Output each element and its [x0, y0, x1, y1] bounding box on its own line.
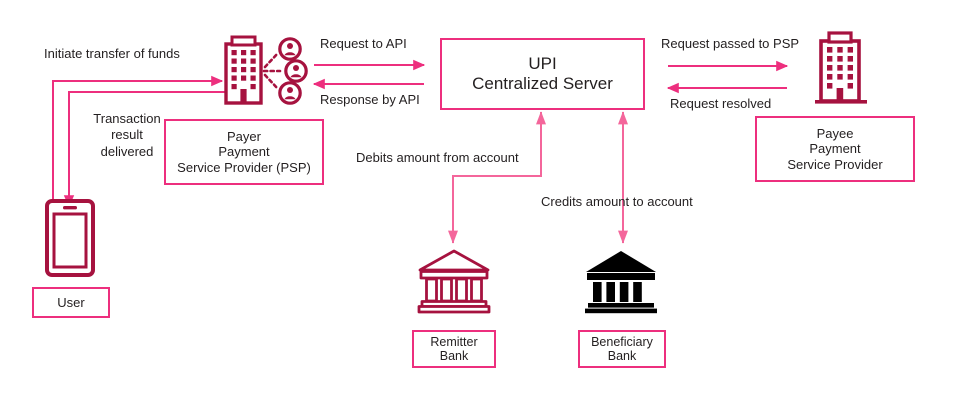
user-box[interactable]: User [32, 287, 110, 318]
transaction-result-line-3: delivered [100, 143, 154, 159]
office-building-with-users-icon [224, 35, 308, 105]
beneficiary-bank-line-2: Bank [607, 349, 637, 363]
flow-label-response-by-api: Response by API [320, 92, 420, 107]
payee-psp-line-1: Payee [816, 126, 854, 142]
remitter-bank-line-2: Bank [439, 349, 469, 363]
bank-filled-icon [585, 251, 657, 314]
beneficiary-bank-box[interactable]: Beneficiary Bank [578, 330, 666, 368]
flow-label-credits-amount: Credits amount to account [541, 194, 693, 209]
transaction-result-line-2: result [111, 127, 143, 143]
flow-label-transaction-result: Transaction result delivered [79, 111, 175, 160]
beneficiary-bank-line-1: Beneficiary [591, 334, 653, 349]
payer-psp-line-3: Service Provider (PSP) [177, 159, 311, 175]
flow-label-request-resolved: Request resolved [670, 96, 772, 111]
payer-psp-line-1: Payer [227, 129, 261, 145]
flow-label-request-to-api: Request to API [320, 36, 407, 51]
office-tower-icon [815, 31, 867, 104]
upi-server-line-2: Centralized Server [472, 74, 613, 93]
flow-label-initiate-transfer: Initiate transfer of funds [44, 46, 180, 61]
smartphone-icon [45, 199, 95, 277]
payee-psp-box[interactable]: Payee Payment Service Provider [755, 116, 915, 182]
flow-debits-amount-path [448, 111, 546, 244]
payee-psp-line-3: Service Provider [787, 156, 883, 172]
transaction-result-line-1: Transaction [93, 111, 161, 126]
user-label: User [57, 294, 85, 310]
payer-psp-box[interactable]: Payer Payment Service Provider (PSP) [164, 119, 324, 185]
flow-label-request-passed-to-psp: Request passed to PSP [661, 36, 800, 51]
remitter-bank-box[interactable]: Remitter Bank [412, 330, 496, 368]
bank-outline-icon [417, 249, 491, 314]
upi-centralized-server-box[interactable]: UPI Centralized Server [440, 38, 645, 110]
flow-label-debits-amount: Debits amount from account [356, 150, 519, 165]
remitter-bank-line-1: Remitter [430, 334, 478, 349]
payer-psp-line-2: Payment [218, 144, 270, 160]
upi-server-line-1: UPI [528, 53, 557, 73]
payee-psp-line-2: Payment [809, 141, 861, 157]
